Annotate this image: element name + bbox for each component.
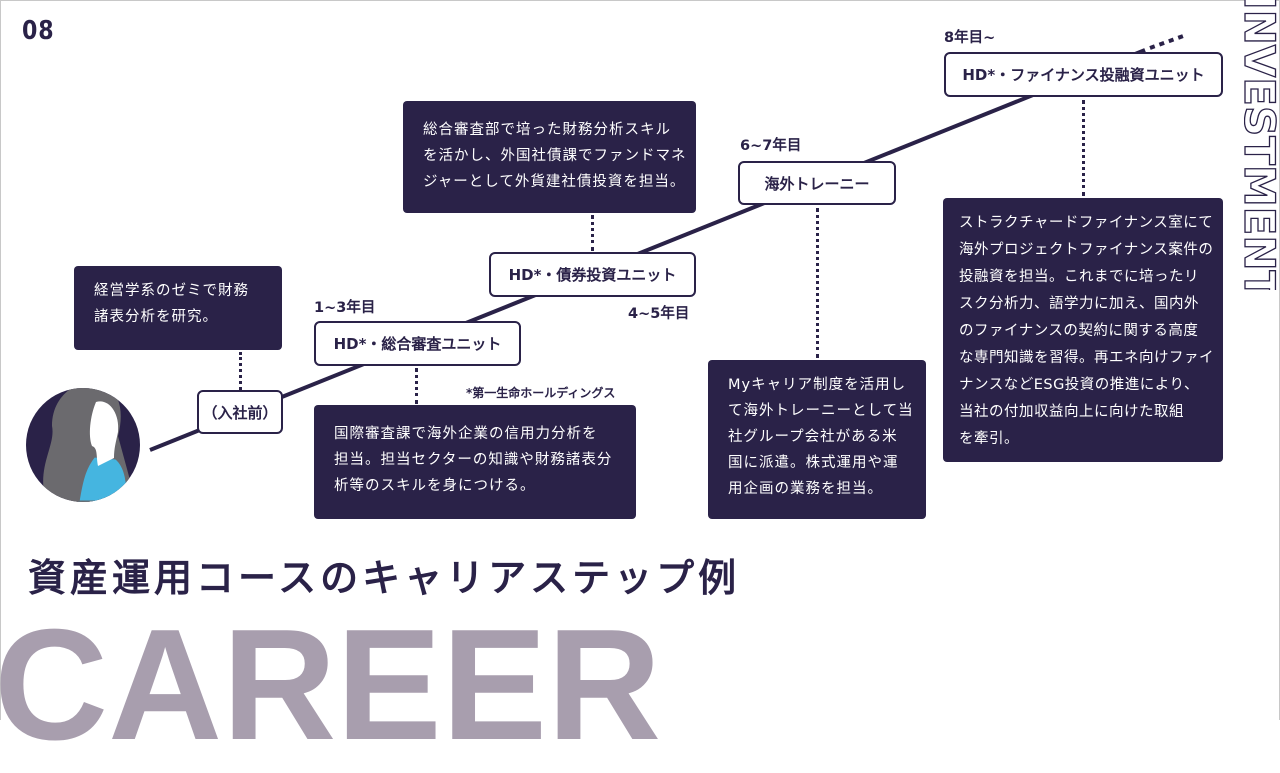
step1-label: HD*・総合審査ユニット	[314, 321, 521, 366]
connector	[1082, 100, 1085, 196]
career-watermark: CAREER	[0, 597, 662, 773]
step2-year: 4~5年目	[628, 306, 690, 322]
pre-entry-description: 経営学系のゼミで財務 諸表分析を研究。	[74, 266, 282, 350]
pre-entry-label: （入社前）	[197, 390, 283, 434]
step3-year: 6~7年目	[740, 138, 802, 154]
avatar-icon	[26, 388, 140, 502]
career-path-line	[149, 33, 1187, 452]
connector	[816, 208, 819, 358]
step2-label: HD*・債券投資ユニット	[489, 252, 696, 297]
step1-description: 国際審査課で海外企業の信用力分析を 担当。担当セクターの知識や財務諸表分 析等の…	[314, 405, 636, 519]
step1-year: 1~3年目	[314, 300, 376, 316]
connector	[591, 215, 594, 251]
step2-description: 総合審査部で培った財務分析スキル を活かし、外国社債課でファンドマネ ジャーとし…	[403, 101, 696, 213]
connector	[239, 352, 242, 390]
step4-description: ストラクチャードファイナンス室にて 海外プロジェクトファイナンス案件の 投融資を…	[943, 198, 1223, 462]
step4-label: HD*・ファイナンス投融資ユニット	[944, 52, 1223, 97]
step3-description: Myキャリア制度を活用し て海外トレーニーとして当 社グループ会社がある米 国に…	[708, 360, 926, 519]
page-number: 08	[22, 16, 55, 46]
step4-year: 8年目~	[944, 30, 996, 46]
page-title: 資産運用コースのキャリアステップ例	[28, 556, 741, 600]
step3-label: 海外トレーニー	[738, 161, 896, 205]
connector	[415, 368, 418, 404]
footnote: *第一生命ホールディングス	[466, 386, 616, 400]
